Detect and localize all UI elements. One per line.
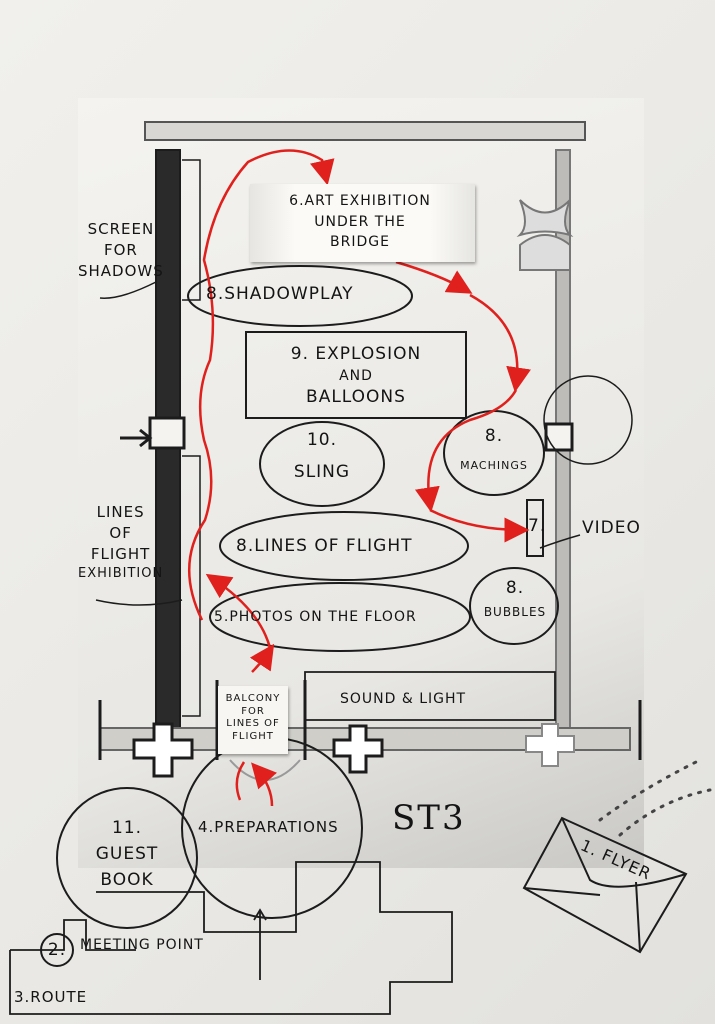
sound-light-label: SOUND & LIGHT — [340, 691, 467, 707]
plan-title: ST3 — [392, 798, 466, 838]
bubbles-label: 8. BUBBLES — [478, 578, 552, 619]
and-line: AND — [339, 367, 373, 384]
zones — [9, 265, 712, 1015]
balcony-label: BALCONY FOR LINES OF FLIGHT — [218, 693, 288, 742]
video-label: VIDEO — [582, 518, 641, 538]
guest-book-number: 11. — [111, 818, 143, 838]
photos-label: 5.PHOTOS ON THE FLOOR — [214, 609, 417, 625]
of-word: OF — [109, 523, 132, 542]
balcony-flight-word: FLIGHT — [232, 730, 274, 742]
mid-pillar — [332, 724, 384, 774]
envelope — [522, 816, 688, 954]
flight-word: FLIGHT — [90, 544, 151, 563]
right-window — [544, 422, 574, 452]
lines-exhibition-label: LINES OF FLIGHT EXHIBITION — [78, 503, 164, 582]
machinings-word: MACHINGS — [460, 458, 528, 472]
left-window — [148, 416, 186, 450]
zone-sling — [259, 421, 385, 507]
for-word: FOR — [103, 240, 138, 259]
art-exhibition-line: 6.ART EXHIBITION — [289, 193, 431, 209]
machinings-label: 8. MACHINGS — [448, 426, 540, 472]
sling-number: 10. — [306, 430, 338, 450]
zone-guest-book — [56, 787, 198, 929]
visitor-route — [187, 149, 531, 807]
screen-for-shadows-label: SCREEN FOR SHADOWS — [78, 220, 164, 280]
preparations-label: 4.PREPARATIONS — [198, 818, 339, 836]
book-word: BOOK — [100, 869, 154, 890]
under-the-line: UNDER THE — [314, 213, 406, 230]
shadows-word: SHADOWS — [78, 261, 164, 280]
art-exhibition-label: 6.ART EXHIBITION UNDER THE BRIDGE — [270, 194, 450, 250]
video-number-label: 7. — [528, 516, 547, 536]
explosion-label: 9. EXPLOSION AND BALLOONS — [256, 344, 456, 407]
bubbles-number: 8. — [505, 578, 525, 598]
shadowplay-label: 8.SHADOWPLAY — [206, 284, 354, 304]
screen-word: SCREEN — [87, 220, 155, 238]
top-beam — [144, 121, 586, 141]
balcony-word: BALCONY — [225, 693, 281, 704]
art-exhibition-note — [250, 184, 475, 262]
sling-word: SLING — [293, 461, 351, 482]
guest-book-label: 11. GUEST BOOK — [87, 818, 167, 890]
zone-shadowplay — [187, 265, 413, 327]
meeting-point-label: MEETING POINT — [80, 937, 204, 953]
bubbles-word: BUBBLES — [483, 604, 547, 619]
zone-photos — [209, 582, 471, 652]
balcony-for-word: FOR — [241, 705, 265, 717]
lines-of-flight-label: 8.LINES OF FLIGHT — [236, 536, 413, 556]
right-pillar — [525, 723, 575, 767]
machinings-number: 8. — [484, 426, 504, 446]
explosion-line: 9. EXPLOSION — [290, 344, 422, 364]
lines-word: LINES — [96, 503, 145, 521]
guest-word: GUEST — [95, 843, 159, 864]
bridge-line: BRIDGE — [330, 234, 390, 251]
zone-explosion — [245, 331, 467, 419]
zone-lines-of-flight — [219, 511, 469, 581]
meeting-point-number: 2. — [40, 933, 74, 967]
left-pillar — [132, 722, 194, 778]
route-label: 3.ROUTE — [14, 988, 88, 1006]
exhibition-word: EXHIBITION — [78, 566, 164, 582]
sling-label: 10. SLING — [282, 430, 362, 482]
zone-bubbles — [469, 567, 559, 645]
balcony-note — [218, 686, 288, 754]
balcony-lines-word: LINES OF — [226, 718, 280, 729]
balloons-line: BALLOONS — [306, 386, 406, 407]
